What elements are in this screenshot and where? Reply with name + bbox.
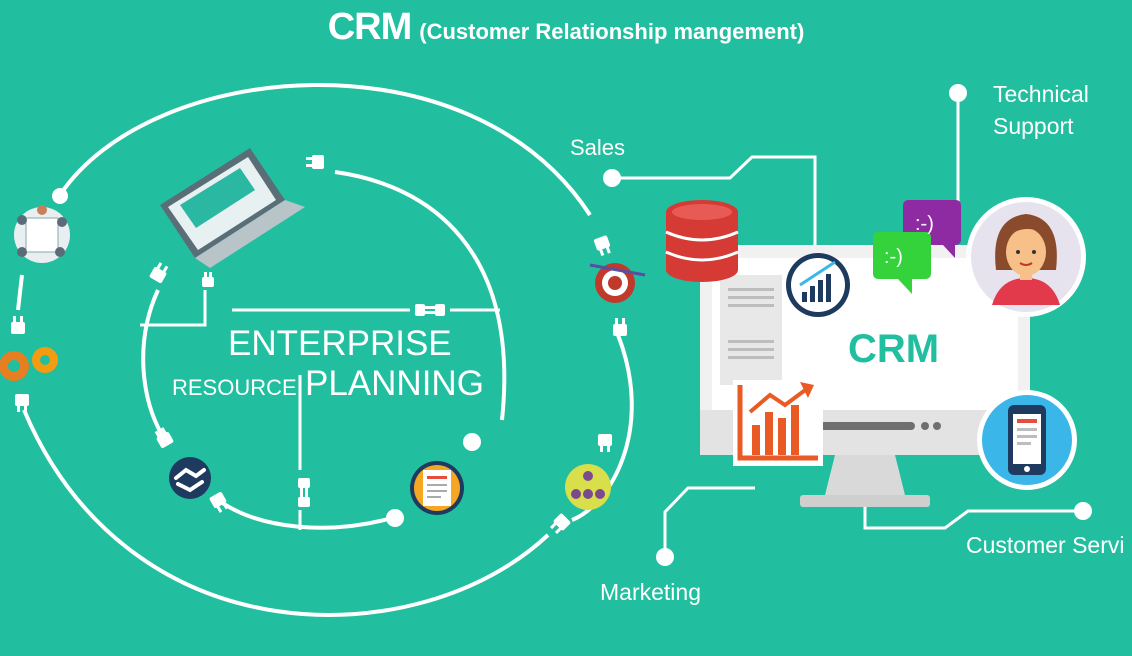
database-icon <box>665 200 739 282</box>
marketing-connector <box>663 486 755 557</box>
chat-emoticon-green: :-) <box>884 246 903 268</box>
erp-connector-left <box>140 290 207 327</box>
org-chart-icon <box>565 464 611 510</box>
smartphone-icon <box>977 390 1077 490</box>
outer-ring-dot <box>52 188 68 204</box>
erp-line-2a: RESOURCE <box>172 375 297 400</box>
label-support: Support <box>993 113 1074 139</box>
inner-ring-bottom <box>216 498 393 530</box>
laptop-icon <box>160 148 305 268</box>
outer-ring-right <box>571 334 634 522</box>
title-subtitle: (Customer Relationship mangement) <box>419 19 805 44</box>
target-icon <box>589 263 646 303</box>
erp-line-2b: PLANNING <box>305 364 484 403</box>
chat-bubble-icon <box>873 200 961 294</box>
page-title: CRM(Customer Relationship mangement) <box>0 6 1132 49</box>
outer-ring-bottom <box>22 409 550 617</box>
sales-connector <box>612 155 817 245</box>
label-sales: Sales <box>570 135 625 160</box>
outer-ring <box>58 83 592 217</box>
outer-ring-left <box>16 274 24 311</box>
gears-icon <box>0 347 58 381</box>
bar-chart-icon <box>733 380 823 466</box>
customer-service-connector <box>863 490 1083 530</box>
handshake-icon <box>169 457 211 499</box>
document-icon <box>410 461 464 515</box>
label-marketing: Marketing <box>600 579 701 605</box>
inner-ring-dot-bottom <box>386 509 404 527</box>
user-avatar-icon <box>966 197 1086 317</box>
chat-emoticon-purple: :-) <box>915 213 934 235</box>
erp-line-1: ENTERPRISE <box>228 324 452 363</box>
inner-ring-left <box>141 289 167 442</box>
team-meeting-icon <box>14 205 70 263</box>
inner-ring-top <box>334 170 507 421</box>
plug-icon <box>11 155 627 535</box>
label-customer-service: Customer Servi <box>966 532 1124 558</box>
growth-chart-icon <box>786 253 850 317</box>
title-main: CRM <box>327 6 413 48</box>
inner-ring-dot-right <box>463 433 481 451</box>
monitor-crm-label: CRM <box>848 327 939 371</box>
label-technical: Technical <box>993 81 1089 107</box>
